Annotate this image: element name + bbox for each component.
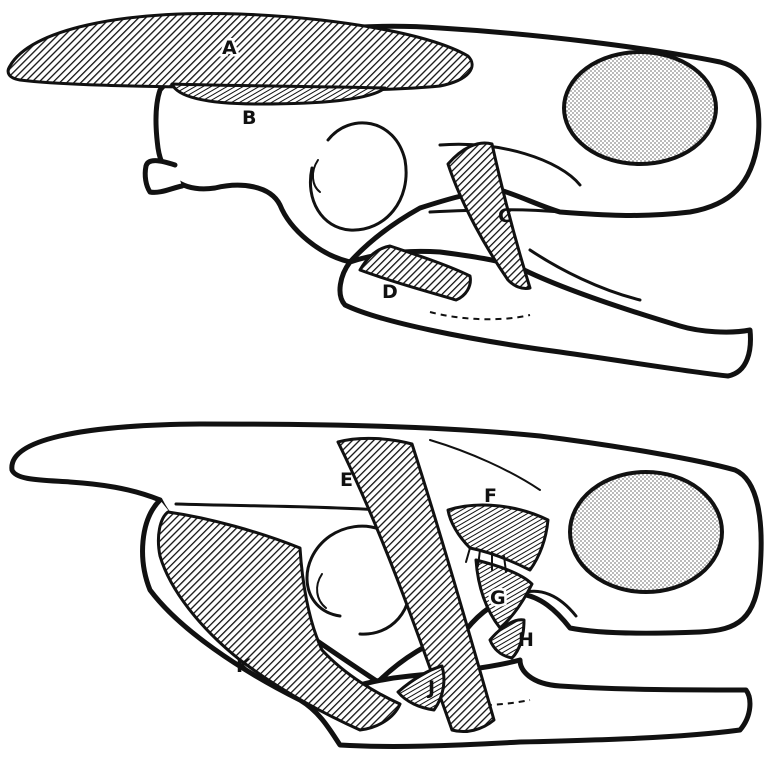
label-A: A xyxy=(222,37,237,59)
label-B: B xyxy=(242,107,256,129)
label-K: K xyxy=(236,655,252,677)
label-F: F xyxy=(484,485,497,507)
bottom-skull xyxy=(12,424,761,746)
top-skull-occipital-process xyxy=(145,161,182,193)
label-D: D xyxy=(382,281,398,303)
label-C: C xyxy=(498,205,512,227)
bottom-skull-orbit xyxy=(570,472,722,592)
label-E: E xyxy=(340,469,353,491)
label-H: H xyxy=(518,629,534,651)
label-J: J xyxy=(426,677,435,699)
top-skull xyxy=(8,13,759,376)
label-G: G xyxy=(490,587,506,609)
top-skull-orbit xyxy=(564,52,716,164)
